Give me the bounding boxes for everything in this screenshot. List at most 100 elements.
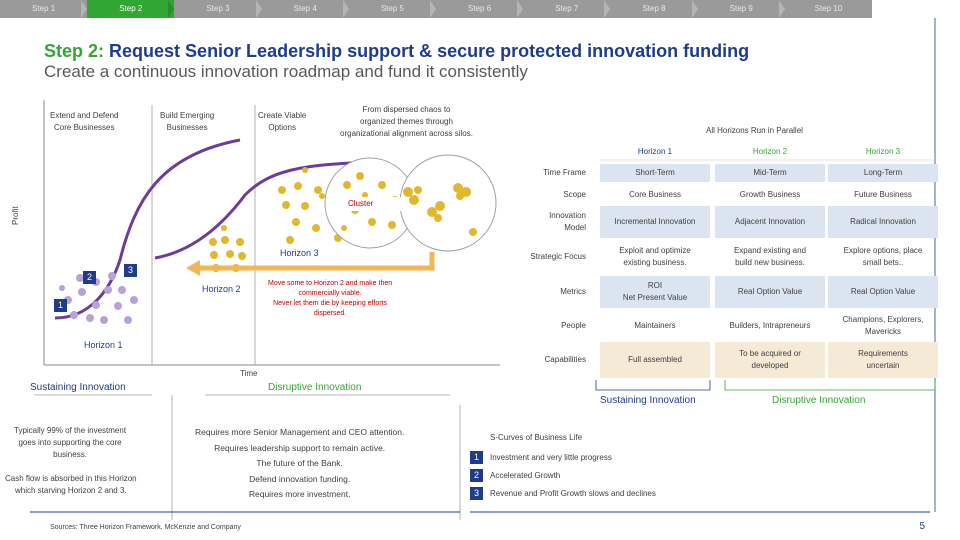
investment-note: Typically 99% of the investment goes int…	[14, 426, 127, 459]
step-tab-notch	[517, 0, 524, 18]
sources-note: Sources: Three Horizon Framework, McKenz…	[50, 524, 241, 531]
table-header-horizon-2: Horizon 2	[752, 147, 788, 156]
horizon-1-label: Horizon 1	[84, 340, 123, 350]
table-cell: Requirements uncertain	[828, 342, 938, 378]
s-curve-legend-text-3: Revenue and Profit Growth slows and decl…	[490, 489, 656, 498]
cashflow-note: Cash flow is absorbed in this Horizon wh…	[5, 474, 137, 495]
table-cell: Mid-Term	[715, 164, 825, 182]
table-row-label: Capabilities	[544, 355, 586, 364]
table-cell: Radical Innovation	[828, 206, 938, 238]
chaos-note: From dispersed chaos to organized themes…	[340, 105, 473, 138]
table-cell: Core Business	[628, 190, 682, 199]
step-bar: Step 1 Step 2 Step 3 Step 4 Step 5 Step …	[0, 0, 872, 18]
table-cell: Builders, Intrapreneurs	[729, 321, 811, 330]
table-cell: To be acquired or developed	[715, 342, 825, 378]
page-subtitle: Create a continuous innovation roadmap a…	[44, 62, 528, 81]
step-tab-label: Step 4	[293, 4, 317, 13]
s-curve-legend-title: S-Curves of Business Life	[490, 433, 583, 442]
step-tab-label: Step 5	[380, 4, 404, 13]
table-header-horizon-3: Horizon 3	[865, 147, 901, 156]
cluster-band	[326, 197, 406, 211]
leadership-requirements-note: Requires more Senior Management and CEO …	[195, 427, 405, 499]
s-curve-legend-text-2: Accelerated Growth	[490, 471, 561, 480]
step-tab-label: Step 6	[468, 4, 492, 13]
step-tab-3[interactable]: Step 3	[174, 0, 262, 18]
title-step-prefix: Step 2:	[44, 41, 105, 61]
step-tab-notch	[778, 0, 785, 18]
table-cell: Maintainers	[634, 321, 676, 330]
table-cell: Exploit and optimize existing business.	[619, 246, 691, 267]
s-curve-stage-badge-2: 2	[83, 271, 96, 284]
table-caption: All Horizons Run in Parallel	[706, 126, 803, 135]
step-tab-8[interactable]: Step 8	[610, 0, 698, 18]
step-tab-5[interactable]: Step 5	[349, 0, 437, 18]
table-cell: Champions, Explorers, Mavericks	[842, 315, 924, 336]
step-tab-6[interactable]: Step 6	[436, 0, 524, 18]
table-header-horizon-1: Horizon 1	[637, 147, 673, 156]
table-cell: Long-Term	[828, 164, 938, 182]
s-curve-stage-badge-3: 3	[124, 264, 137, 277]
step-tab-4[interactable]: Step 4	[262, 0, 349, 18]
horizon-1-curve	[54, 138, 241, 320]
horizon-2-dots	[209, 225, 246, 272]
table-cell: Future Business	[854, 190, 912, 199]
step-tab-notch	[430, 0, 437, 18]
horizon-3-label: Horizon 3	[280, 248, 319, 258]
step-tab-label: Step 9	[729, 4, 753, 13]
s-curve-stage-badge-1: 1	[54, 299, 67, 312]
table-row-label: Strategic Focus	[530, 252, 586, 261]
step-tab-2[interactable]: Step 2	[87, 0, 175, 18]
step-tab-notch	[691, 0, 698, 18]
table-cell: Incremental Innovation	[600, 206, 710, 238]
move-to-horizon-2-note: Move some to Horizon 2 and make then com…	[268, 280, 393, 317]
s-curve-legend-badge-2: 2	[470, 469, 483, 482]
step-tab-1[interactable]: Step 1	[0, 0, 88, 18]
table-cell: Adjacent Innovation	[715, 206, 825, 238]
step-tab-label: Step 3	[206, 4, 230, 13]
table-disruptive-label: Disruptive Innovation	[772, 395, 866, 406]
profit-axis-label: Profit	[11, 206, 20, 225]
table-cell: Growth Business	[739, 190, 801, 199]
s-curve-legend-text-1: Investment and very little progress	[490, 453, 612, 462]
time-axis-label: Time	[240, 369, 258, 378]
table-row-label: Metrics	[560, 287, 586, 296]
step-tab-7[interactable]: Step 7	[523, 0, 611, 18]
title-text: Request Senior Leadership support & secu…	[109, 41, 750, 61]
s-curve-legend-badge-1: 1	[470, 451, 483, 464]
step-tab-label: Step 10	[814, 4, 843, 13]
step-tab-label: Step 7	[555, 4, 579, 13]
column-label-create-options: Create Viable Options	[258, 111, 307, 132]
column-label-build-emerging: Build Emerging Businesses	[160, 111, 215, 132]
step-tab-label: Step 2	[119, 4, 143, 13]
step-tab-label: Step 1	[32, 4, 56, 13]
table-row-label: Time Frame	[543, 168, 586, 177]
step-tab-label: Step 8	[642, 4, 666, 13]
step-tab-9[interactable]: Step 9	[698, 0, 785, 18]
step-tab-10[interactable]: Step 10	[785, 0, 872, 18]
table-cell: ROI Net Present Value	[600, 276, 710, 308]
table-cell: Full assembled	[600, 342, 710, 378]
arrow-head	[186, 260, 200, 276]
table-row-label: Innovation Model	[549, 211, 586, 232]
table-row-label: Scope	[563, 190, 586, 199]
table-cell: Real Option Value	[828, 276, 938, 308]
table-cell: Short-Term	[600, 164, 710, 182]
sustaining-bracket	[595, 380, 711, 391]
disruptive-bracket	[724, 380, 936, 391]
horizon-2-label: Horizon 2	[202, 284, 241, 294]
table-cell: Expand existing and build new business.	[733, 246, 807, 267]
disruptive-innovation-label: Disruptive Innovation	[268, 382, 362, 393]
move-to-horizon-2-arrow	[195, 255, 435, 271]
sustaining-innovation-label: Sustaining Innovation	[30, 382, 126, 393]
step-tab-notch	[255, 0, 262, 18]
step-tab-notch	[604, 0, 611, 18]
table-row-label: People	[561, 321, 586, 330]
s-curve-legend-badge-3: 3	[470, 487, 483, 500]
horizon-2-curve	[154, 160, 371, 260]
column-label-extend-defend: Extend and Defend Core Businesses	[50, 111, 119, 132]
step-tab-notch	[81, 0, 88, 18]
clustered-dots	[403, 183, 477, 236]
step-tab-notch	[168, 0, 175, 18]
table-cell: Real Option Value	[715, 276, 825, 308]
